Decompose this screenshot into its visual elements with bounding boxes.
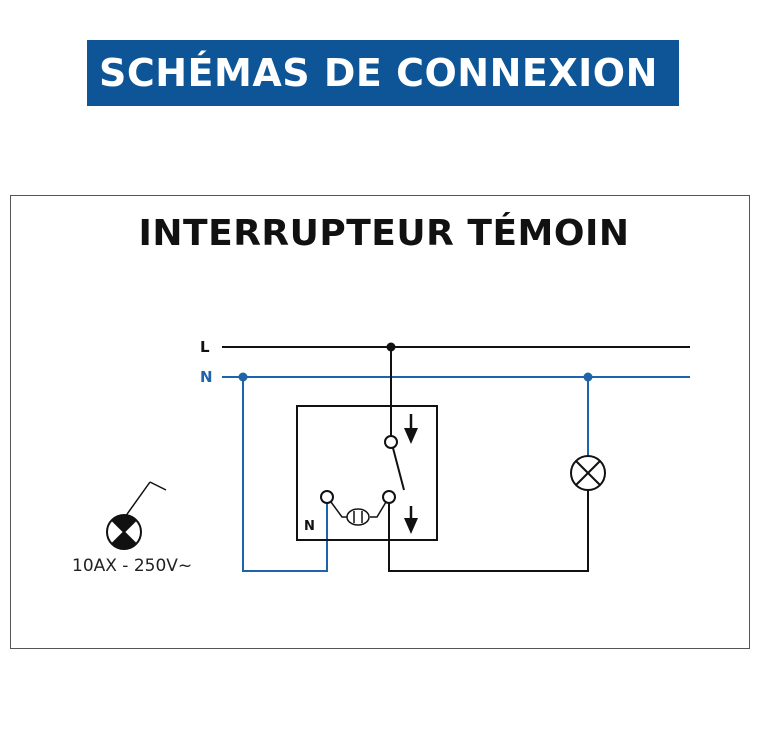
indicator-terminal [320,490,334,504]
half-filled-switch-icon [106,481,167,550]
lamp-cross-icon [570,455,606,491]
switch-input-terminal [384,435,398,449]
header-banner: SCHÉMAS DE CONNEXION [87,40,679,106]
indicator-lead-right [370,501,387,518]
neon-indicator-icon [346,508,370,526]
page-title: SCHÉMAS DE CONNEXION [99,51,658,95]
switch-terminal-label: N [304,519,315,534]
switch-output-terminal [382,490,396,504]
switch-rating: 10AX - 250V~ [72,556,193,576]
switch-contact [392,447,405,491]
neutral-to-indicator-wire [242,377,328,572]
neutral-label: N [200,368,213,386]
live-label: L [200,338,210,356]
switch-box [296,405,438,541]
diagram-panel [10,195,750,649]
diagram-title: INTERRUPTEUR TÉMOIN [138,213,630,254]
switched-live-wire [388,490,589,572]
down-arrow-icon [404,414,418,444]
down-arrow-icon [404,506,418,534]
indicator-lead-left [330,501,347,518]
